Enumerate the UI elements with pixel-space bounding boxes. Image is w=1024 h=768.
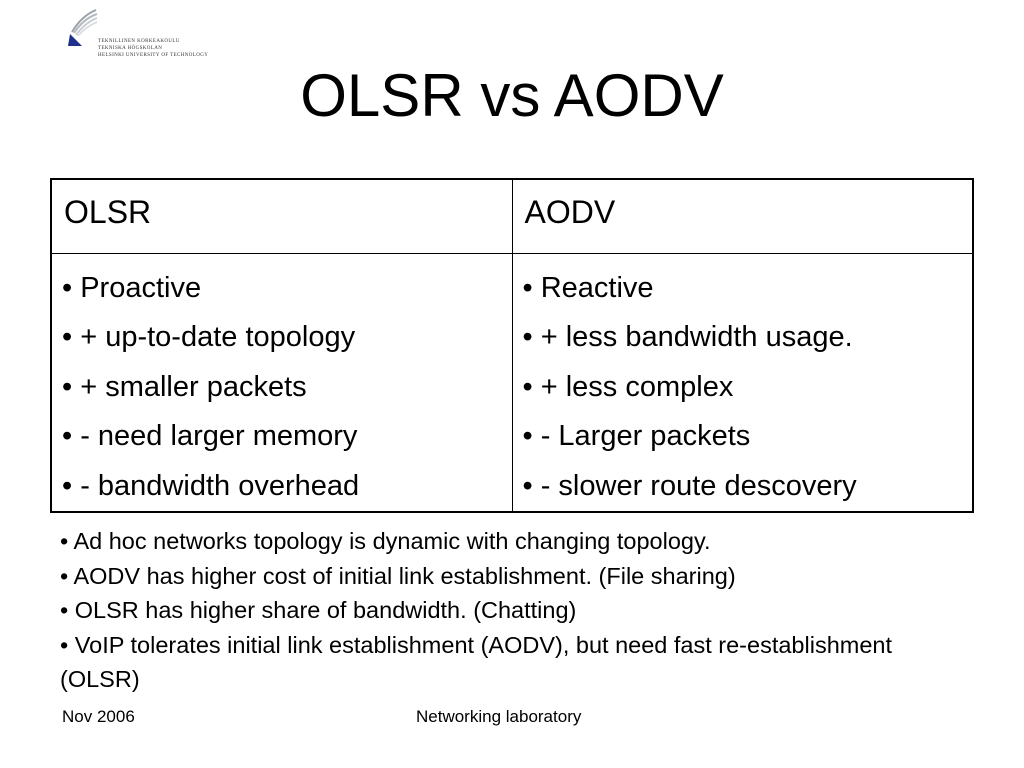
footer-title: Networking laboratory: [416, 707, 582, 726]
note-item: • AODV has higher cost of initial link e…: [60, 562, 736, 589]
table-header-row: OLSR AODV: [50, 178, 974, 254]
logo-text: TEKNILLINEN KORKEAKOULU TEKNISKA HÖGSKOL…: [98, 38, 208, 59]
logo-line: TEKNISKA HÖGSKOLAN: [98, 46, 163, 51]
logo-line: TEKNILLINEN KORKEAKOULU: [98, 39, 180, 44]
university-flame-logo-icon: [68, 9, 98, 46]
note-item: • VoIP tolerates initial link establishm…: [60, 631, 893, 693]
list-item: • - need larger memory: [62, 420, 358, 452]
note-item: • Ad hoc networks topology is dynamic wi…: [60, 528, 711, 554]
list-item: • - Larger packets: [522, 420, 751, 452]
list-item: • - slower route descovery: [522, 469, 857, 502]
comparison-table: OLSR AODV • Proactive • + up-to-date top…: [50, 178, 974, 513]
table-header-olsr: OLSR: [50, 178, 513, 254]
table-cell-olsr: • Proactive • + up-to-date topology • + …: [50, 252, 513, 513]
table-row: • Proactive • + up-to-date topology • + …: [50, 252, 974, 513]
list-item: • Proactive: [62, 271, 202, 304]
slide-title: OLSR vs AODV: [300, 62, 724, 129]
list-item: • - bandwidth overhead: [62, 469, 360, 502]
table-header-aodv: AODV: [511, 178, 974, 254]
list-item: • Reactive: [522, 271, 654, 304]
university-logo: TEKNILLINEN KORKEAKOULU TEKNISKA HÖGSKOL…: [66, 8, 226, 60]
notes-list: • Ad hoc networks topology is dynamic wi…: [60, 524, 960, 697]
logo-line: HELSINKI UNIVERSITY OF TECHNOLOGY: [98, 53, 209, 58]
aodv-points-list: • Reactive • + less bandwidth usage. • +…: [523, 264, 973, 512]
list-item: • + up-to-date topology: [62, 321, 356, 353]
list-item: • + less bandwidth usage.: [522, 321, 853, 353]
note-item: • OLSR has higher share of bandwidth. (C…: [60, 597, 577, 623]
list-item: • + less complex: [522, 370, 734, 403]
table-cell-aodv: • Reactive • + less bandwidth usage. • +…: [511, 252, 974, 513]
footer-date: Nov 2006: [62, 707, 135, 726]
olsr-points-list: • Proactive • + up-to-date topology • + …: [62, 264, 512, 512]
list-item: • + smaller packets: [62, 370, 307, 403]
